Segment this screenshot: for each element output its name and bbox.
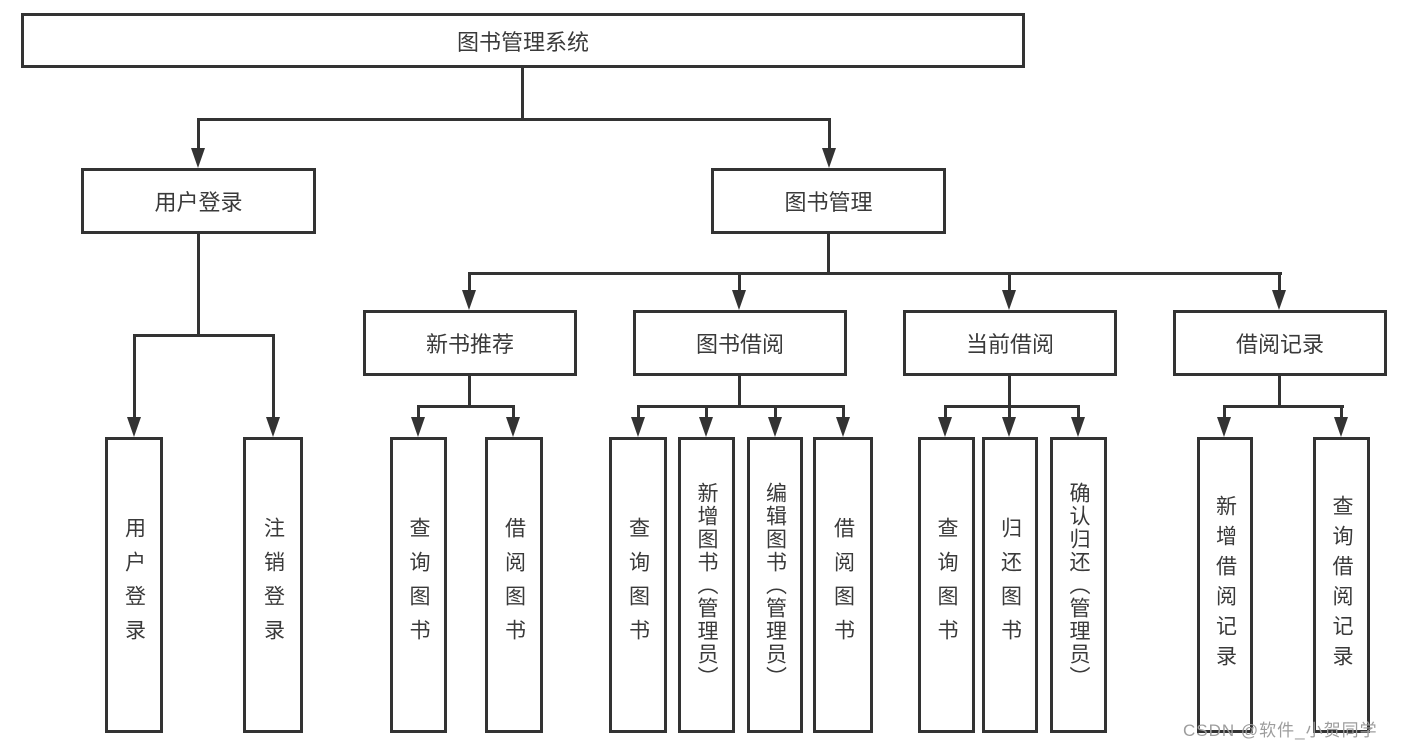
connector-line [738, 376, 741, 408]
connector-line [417, 405, 515, 408]
leaf-add-books-admin: 新增图书（管理员） [678, 437, 735, 733]
connector-line [512, 405, 515, 420]
node-label: 图书管理系统 [456, 29, 589, 55]
leaf-confirm-return-admin: 确认归还（管理员） [1050, 437, 1107, 733]
leaf-add-borrow-record: 新增借阅记录 [1197, 437, 1253, 733]
node-label: 新书推荐 [425, 332, 514, 357]
leaf-label: 借阅图书 [831, 517, 855, 653]
connector-line [944, 405, 947, 420]
connector-line [133, 334, 136, 420]
csdn-watermark: CSDN @软件_小贺同学 [1183, 721, 1378, 740]
arrow-down-icon [836, 417, 850, 437]
connector-line [1278, 376, 1281, 408]
connector-line [944, 405, 1080, 408]
leaf-label: 新增图书（管理员） [695, 481, 718, 689]
node-label: 图书管理 [784, 190, 873, 215]
leaf-label: 用户登录 [122, 517, 146, 653]
connector-line [637, 405, 640, 420]
leaf-borrow-books-2: 借阅图书 [813, 437, 873, 733]
arrow-down-icon [1002, 417, 1016, 437]
leaf-query-borrow-record: 查询借阅记录 [1313, 437, 1370, 733]
arrow-down-icon [1071, 417, 1085, 437]
node-label: 用户登录 [154, 190, 243, 215]
arrow-down-icon [1217, 417, 1231, 437]
connector-line [705, 405, 708, 420]
leaf-label: 新增借阅记录 [1213, 495, 1237, 675]
arrow-down-icon [822, 148, 836, 168]
arrow-down-icon [411, 417, 425, 437]
node-user-login: 用户登录 [81, 168, 316, 234]
connector-line [197, 234, 200, 337]
leaf-edit-books-admin: 编辑图书（管理员） [747, 437, 803, 733]
connector-line [1077, 405, 1080, 420]
connector-line [1008, 376, 1011, 408]
arrow-down-icon [506, 417, 520, 437]
leaf-label: 查询图书 [626, 517, 650, 653]
leaf-logout: 注销登录 [243, 437, 303, 733]
arrow-down-icon [191, 148, 205, 168]
node-label: 借阅记录 [1235, 332, 1324, 357]
connector-line [468, 272, 471, 294]
connector-line [738, 272, 741, 294]
connector-line [1223, 405, 1344, 408]
node-current-borrow: 当前借阅 [903, 310, 1117, 376]
connector-line [468, 376, 471, 408]
leaf-query-books-1: 查询图书 [390, 437, 447, 733]
leaf-return-books: 归还图书 [982, 437, 1038, 733]
leaf-query-books-2: 查询图书 [609, 437, 667, 733]
connector-line [774, 405, 777, 420]
leaf-borrow-books-1: 借阅图书 [485, 437, 543, 733]
node-book-management: 图书管理 [711, 168, 946, 234]
node-borrow-records: 借阅记录 [1173, 310, 1387, 376]
connector-line [828, 118, 831, 152]
node-book-borrow: 图书借阅 [633, 310, 847, 376]
node-new-book-recommend: 新书推荐 [363, 310, 577, 376]
connector-line [827, 234, 830, 275]
connector-line [637, 405, 845, 408]
leaf-label: 编辑图书（管理员） [763, 481, 787, 689]
connector-line [1008, 272, 1011, 294]
leaf-label: 归还图书 [998, 517, 1022, 653]
connector-line [1278, 272, 1281, 294]
connector-line [842, 405, 845, 420]
arrow-down-icon [462, 290, 476, 310]
leaf-user-login: 用户登录 [105, 437, 163, 733]
connector-line [1223, 405, 1226, 420]
arrow-down-icon [1002, 290, 1016, 310]
arrow-down-icon [732, 290, 746, 310]
node-label: 图书借阅 [695, 332, 784, 357]
leaf-label: 查询图书 [935, 517, 958, 653]
connector-line [197, 118, 200, 152]
arrow-down-icon [938, 417, 952, 437]
connector-line [417, 405, 420, 420]
node-library-system: 图书管理系统 [21, 13, 1025, 68]
arrow-down-icon [1272, 290, 1286, 310]
leaf-label: 注销登录 [261, 517, 285, 653]
leaf-label: 确认归还（管理员） [1067, 481, 1090, 689]
connector-line [1008, 405, 1011, 420]
arrow-down-icon [699, 417, 713, 437]
leaf-label: 查询借阅记录 [1330, 495, 1353, 675]
arrow-down-icon [768, 417, 782, 437]
arrow-down-icon [127, 417, 141, 437]
node-label: 当前借阅 [965, 332, 1054, 357]
connector-line [272, 334, 275, 420]
leaf-label: 借阅图书 [502, 517, 526, 653]
arrow-down-icon [266, 417, 280, 437]
connector-line [468, 272, 1282, 275]
connector-line [1340, 405, 1343, 420]
connector-line [133, 334, 275, 337]
arrow-down-icon [631, 417, 645, 437]
leaf-label: 查询图书 [407, 517, 430, 653]
connector-line [521, 66, 524, 120]
arrow-down-icon [1334, 417, 1348, 437]
connector-line [197, 118, 831, 121]
leaf-query-books-3: 查询图书 [918, 437, 975, 733]
